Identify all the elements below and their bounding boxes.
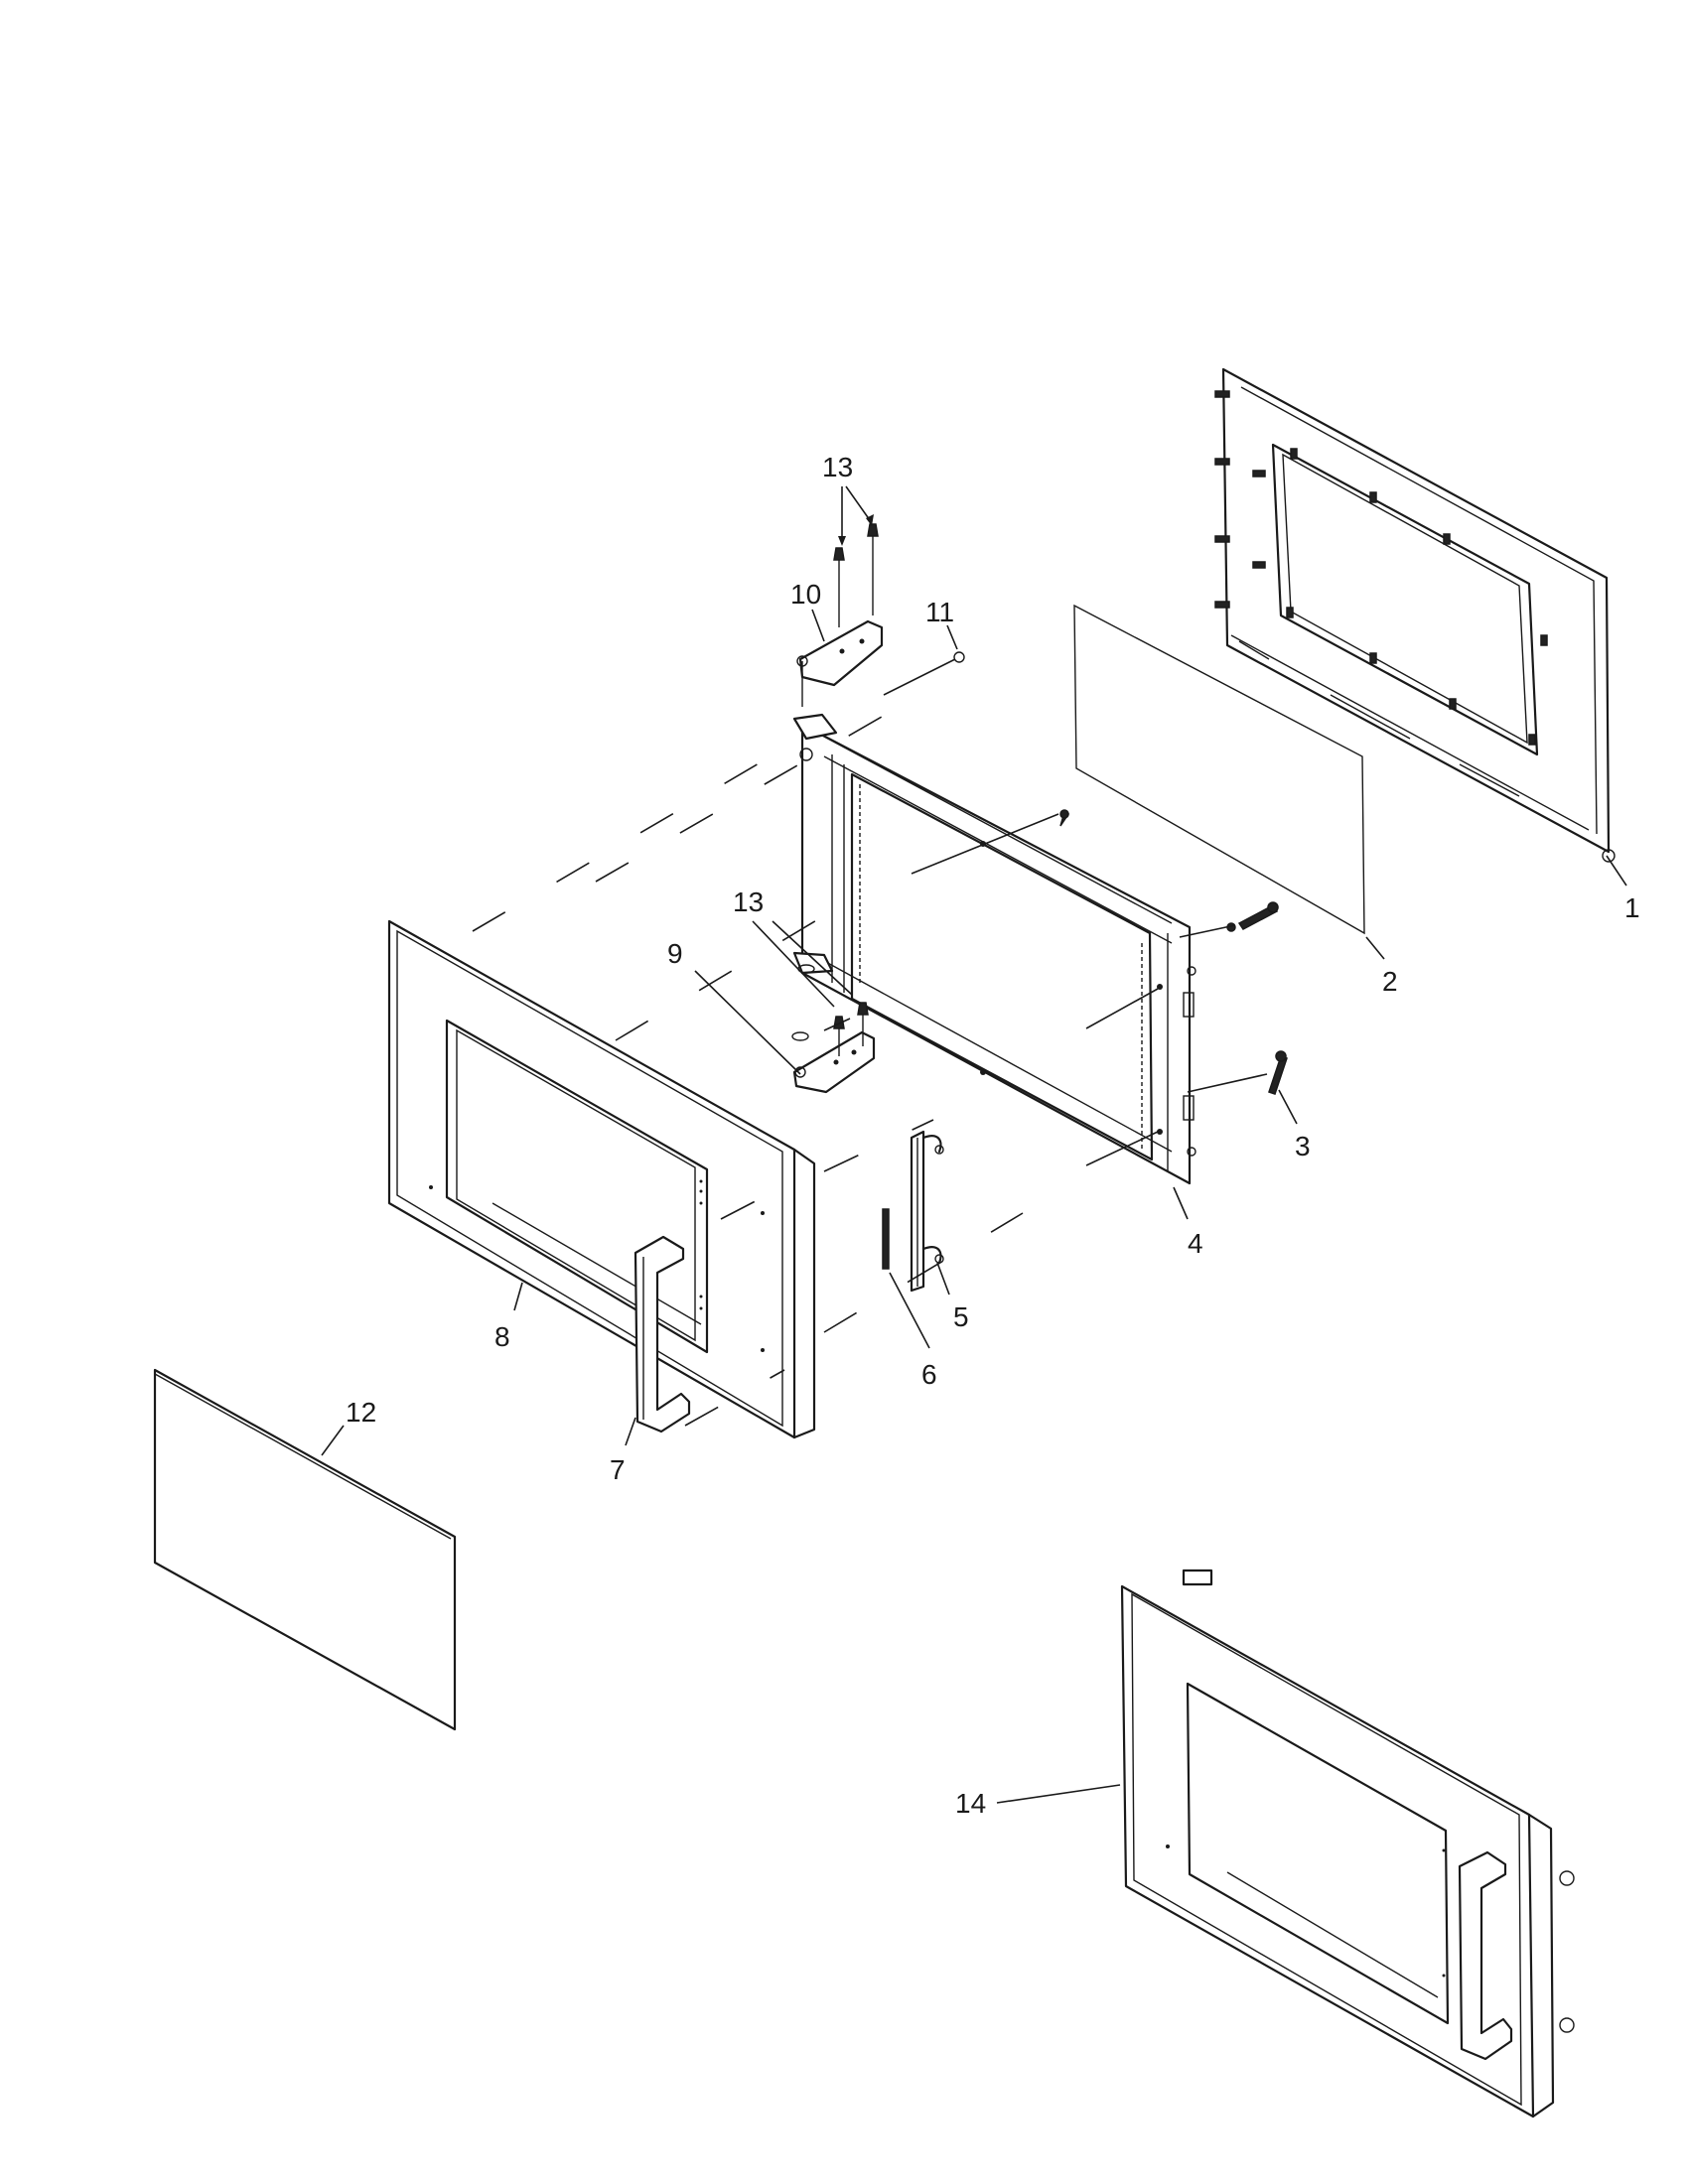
part-14-assembled-door [1120, 1569, 1575, 2118]
part-2-glass-panel [1073, 604, 1365, 935]
callout-10: 10 [790, 579, 821, 610]
callout-12: 12 [346, 1397, 376, 1428]
part-4-door-frame [792, 713, 1196, 1185]
part-13-screws-top [833, 523, 879, 627]
callout-leaders [321, 485, 1627, 1804]
part-12-glass-sheet [153, 1368, 457, 1731]
callout-7: 7 [610, 1454, 626, 1485]
part-10-upper-hinge [796, 619, 884, 707]
part-8-outer-door [387, 919, 816, 1439]
part-5-latch-hook [934, 1145, 944, 1264]
callout-6: 6 [921, 1359, 937, 1390]
callout-11: 11 [925, 597, 954, 627]
callout-13-top: 13 [822, 452, 853, 482]
part-1-inner-panel [1214, 367, 1616, 863]
callout-2: 2 [1382, 966, 1398, 997]
part-7-handle [633, 1235, 691, 1433]
callout-5: 5 [953, 1301, 969, 1332]
callout-3: 3 [1295, 1131, 1311, 1161]
part-11-screw [953, 651, 965, 663]
callout-14: 14 [955, 1788, 986, 1819]
part-6-latch-bar [882, 1130, 942, 1293]
callout-8: 8 [494, 1321, 510, 1352]
callout-9: 9 [667, 938, 683, 969]
callout-13-mid: 13 [733, 887, 764, 917]
callout-1: 1 [1624, 892, 1640, 923]
callout-4: 4 [1188, 1228, 1203, 1259]
callout-labels: 1 2 3 4 5 6 7 8 9 10 11 12 13 13 14 [346, 452, 1640, 1819]
assembly-lines [472, 658, 1268, 1427]
